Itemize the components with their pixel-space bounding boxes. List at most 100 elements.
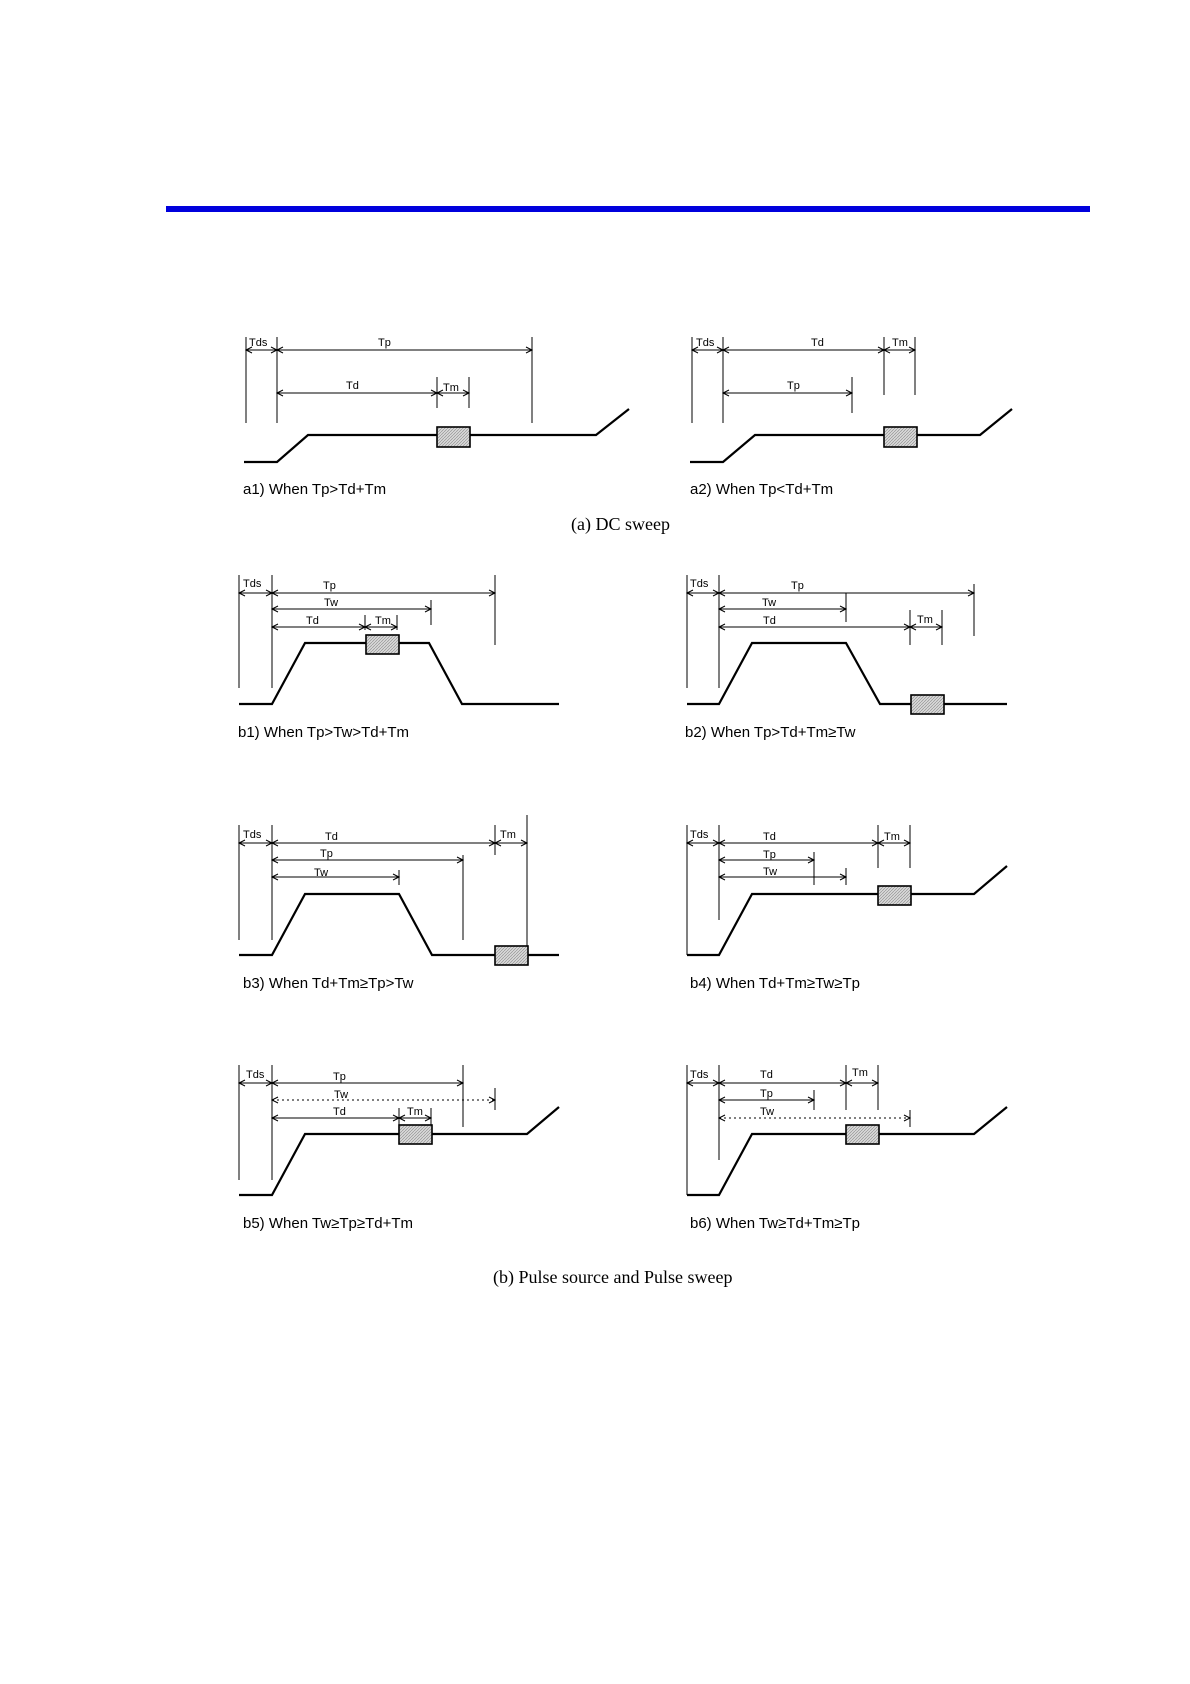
- panel-a2: [690, 337, 1013, 464]
- arrowhead: [717, 623, 726, 631]
- b6-td-label: Td: [760, 1069, 773, 1081]
- arrowhead: [275, 389, 284, 397]
- arrowhead: [721, 346, 730, 354]
- b3-tds-label: Tds: [243, 829, 262, 841]
- b5-caption: b5) When Tw≥Tp≥Td+Tm: [243, 1215, 413, 1232]
- panel-b6: [685, 1065, 1008, 1197]
- arrowhead: [390, 623, 399, 631]
- arrowhead: [908, 346, 917, 354]
- a2-tds-label: Tds: [696, 337, 715, 349]
- panel-b3: [237, 815, 559, 966]
- arrowhead: [807, 856, 816, 864]
- arrowhead: [876, 839, 885, 847]
- arrowhead: [717, 1079, 726, 1087]
- b6-tw-label: Tw: [760, 1106, 774, 1118]
- arrowhead: [935, 623, 944, 631]
- b2-td-label: Td: [763, 615, 776, 627]
- b1-tds-label: Tds: [243, 578, 262, 590]
- arrowhead: [844, 1079, 853, 1087]
- b1-tp-label: Tp: [323, 580, 336, 592]
- b4-tw-label: Tw: [763, 866, 777, 878]
- arrowhead: [685, 1079, 694, 1087]
- arrowhead: [839, 873, 848, 881]
- arrowhead: [244, 346, 253, 354]
- b5-tp-label: Tp: [333, 1071, 346, 1083]
- panel-b4: [685, 825, 1008, 957]
- arrowhead: [967, 589, 976, 597]
- panel-b2: [685, 575, 1007, 715]
- arrowhead: [685, 589, 694, 597]
- arrowhead: [270, 839, 279, 847]
- a1-tm-label: Tm: [443, 382, 459, 394]
- b6-caption: b6) When Tw≥Td+Tm≥Tp: [690, 1215, 860, 1232]
- b6-tds-label: Tds: [690, 1069, 709, 1081]
- arrowhead: [717, 856, 726, 864]
- a2-caption: a2) When Tp<Td+Tm: [690, 481, 833, 498]
- b5-td-label: Td: [333, 1106, 346, 1118]
- b5-tm-label: Tm: [407, 1106, 423, 1118]
- arrowhead: [456, 856, 465, 864]
- arrowhead: [270, 1079, 279, 1087]
- panel-a1: [244, 337, 630, 464]
- arrowhead: [270, 623, 279, 631]
- arrowhead: [717, 605, 726, 613]
- b2-tw-label: Tw: [762, 597, 776, 609]
- b1-tw-label: Tw: [324, 597, 338, 609]
- arrowhead: [488, 1096, 497, 1104]
- header-rule: [166, 206, 1090, 212]
- arrowhead: [237, 1079, 246, 1087]
- arrowhead: [717, 839, 726, 847]
- b2-caption: b2) When Tp>Td+Tm≥Tw: [685, 724, 856, 741]
- arrowhead: [270, 589, 279, 597]
- section-b-caption: (b) Pulse source and Pulse sweep: [493, 1267, 732, 1288]
- b4-tds-label: Tds: [690, 829, 709, 841]
- arrowhead: [435, 389, 444, 397]
- b6-tp-label: Tp: [760, 1088, 773, 1100]
- arrowhead: [270, 856, 279, 864]
- arrowhead: [462, 389, 471, 397]
- a2-td-label: Td: [811, 337, 824, 349]
- b4-tp-label: Tp: [763, 849, 776, 861]
- panel-b5: [237, 1065, 560, 1197]
- panel-b1: [237, 575, 559, 706]
- arrowhead: [237, 839, 246, 847]
- b4-tm-label: Tm: [884, 831, 900, 843]
- arrowhead: [908, 623, 917, 631]
- arrowhead: [721, 389, 730, 397]
- arrowhead: [717, 873, 726, 881]
- arrowhead: [845, 389, 854, 397]
- arrowhead: [424, 605, 433, 613]
- arrowhead: [275, 346, 284, 354]
- arrowhead: [397, 1114, 406, 1122]
- b6-tm-label: Tm: [852, 1067, 868, 1079]
- arrowhead: [424, 1114, 433, 1122]
- a1-tp-label: Tp: [378, 337, 391, 349]
- b2-tds-label: Tds: [690, 578, 709, 590]
- arrowhead: [839, 605, 848, 613]
- arrowhead: [493, 839, 502, 847]
- b3-tw-label: Tw: [314, 867, 328, 879]
- arrowhead: [690, 346, 699, 354]
- a2-tp-label: Tp: [787, 380, 800, 392]
- a1-tds-label: Tds: [249, 337, 268, 349]
- b4-td-label: Td: [763, 831, 776, 843]
- arrowhead: [456, 1079, 465, 1087]
- arrowhead: [237, 589, 246, 597]
- b2-tm-label: Tm: [917, 614, 933, 626]
- arrowhead: [717, 589, 726, 597]
- b1-caption: b1) When Tp>Tw>Td+Tm: [238, 724, 409, 741]
- b3-tm-label: Tm: [500, 829, 516, 841]
- arrowhead: [488, 589, 497, 597]
- arrowhead: [520, 839, 529, 847]
- a2-tm-label: Tm: [892, 337, 908, 349]
- arrowhead: [717, 1114, 726, 1122]
- b5-tw-label: Tw: [334, 1089, 348, 1101]
- arrowhead: [871, 1079, 880, 1087]
- arrowhead: [717, 1096, 726, 1104]
- section-a-caption: (a) DC sweep: [571, 514, 670, 535]
- b3-caption: b3) When Td+Tm≥Tp>Tw: [243, 975, 414, 992]
- b3-td-label: Td: [325, 831, 338, 843]
- arrowhead: [882, 346, 891, 354]
- arrowhead: [270, 1114, 279, 1122]
- arrowhead: [685, 839, 694, 847]
